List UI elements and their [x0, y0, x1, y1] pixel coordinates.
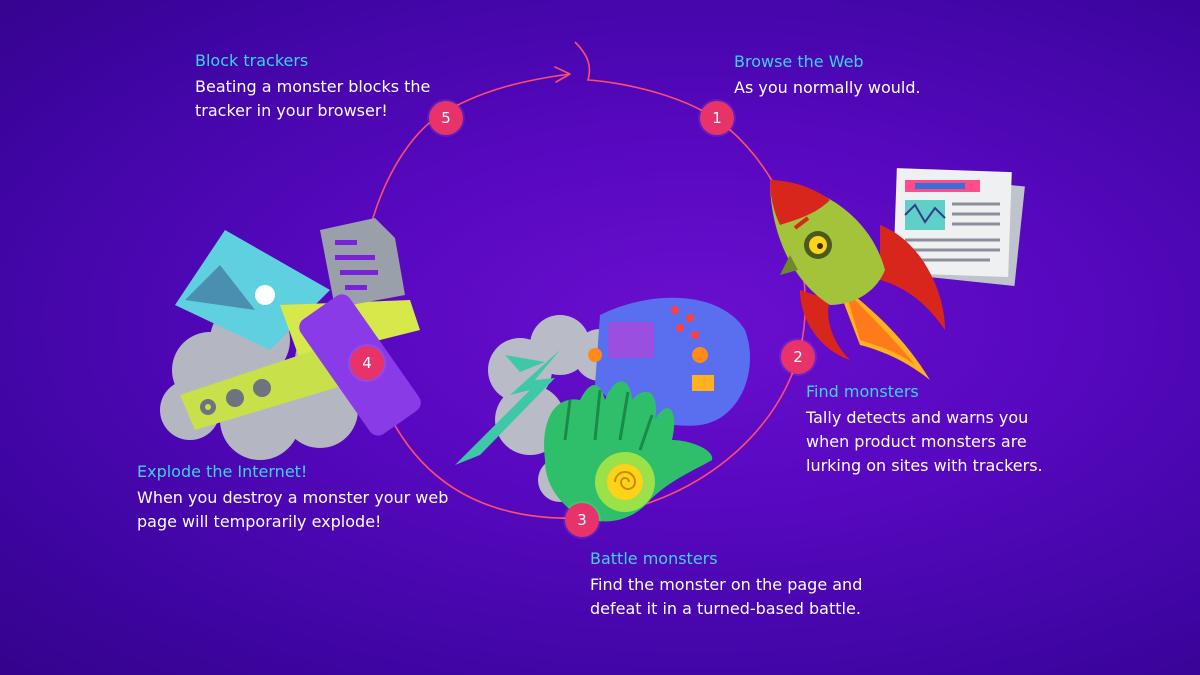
step-4-title: Explode the Internet! — [137, 462, 308, 481]
step-5-description: Beating a monster blocks the tracker in … — [195, 77, 431, 120]
step-4-description: When you destroy a monster your web page… — [137, 488, 449, 531]
step-1-badge: 1 — [700, 101, 734, 135]
step-5-badge: 5 — [429, 101, 463, 135]
step-1-description: As you normally would. — [734, 78, 921, 97]
cycle-path — [359, 41, 807, 519]
step-1-text: Browse the Web As you normally would. — [734, 51, 1034, 100]
monster-hand-icon — [544, 381, 713, 522]
step-1-title: Browse the Web — [734, 52, 864, 71]
document-icon — [320, 218, 405, 308]
step-2-title: Find monsters — [806, 382, 919, 401]
newspaper-icon — [893, 168, 1025, 286]
step-4-text: Explode the Internet! When you destroy a… — [137, 461, 457, 534]
step-3-description: Find the monster on the page and defeat … — [590, 575, 863, 618]
step-3-badge: 3 — [565, 503, 599, 537]
step-2-text: Find monsters Tally detects and warns yo… — [806, 381, 1076, 478]
step-3-text: Battle monsters Find the monster on the … — [590, 548, 890, 621]
step-2-description: Tally detects and warns you when product… — [806, 408, 1043, 475]
step-5-title: Block trackers — [195, 51, 309, 70]
lightning-icon — [455, 350, 560, 465]
step-5-text: Block trackers Beating a monster blocks … — [195, 50, 445, 123]
step-3-title: Battle monsters — [590, 549, 718, 568]
game-controller-icon — [588, 297, 750, 426]
step-4-badge: 4 — [350, 346, 384, 380]
progress-bar-icon — [180, 345, 345, 430]
step-2-badge: 2 — [781, 340, 815, 374]
rocket-monster-icon — [770, 180, 945, 380]
